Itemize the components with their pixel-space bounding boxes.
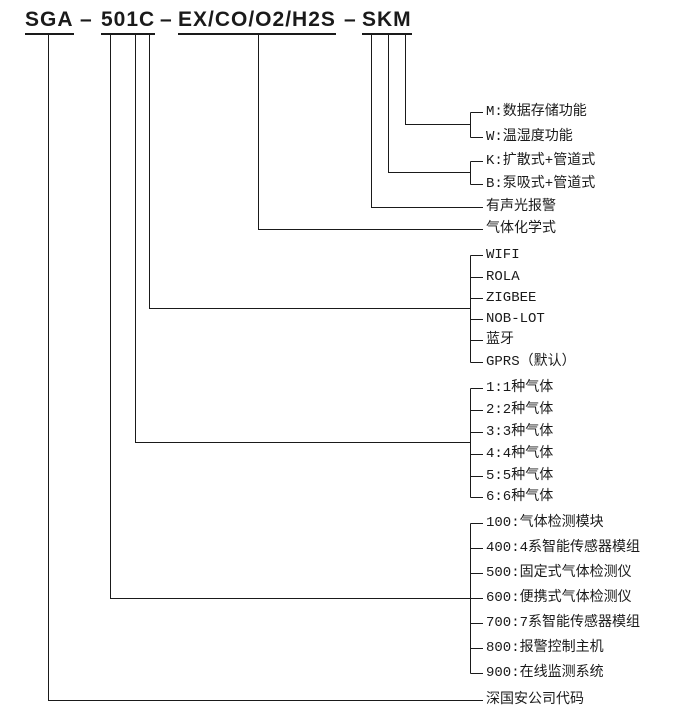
legend-item-series-500: 500:固定式气体检测仪 bbox=[486, 565, 632, 581]
legend-item-sampling-k: K:扩散式+管道式 bbox=[486, 153, 596, 169]
legend-item-series-100: 100:气体检测模块 bbox=[486, 515, 604, 531]
series-connector bbox=[110, 34, 483, 674]
legend-item-series-800: 800:报警控制主机 bbox=[486, 640, 604, 656]
gas-count-connector bbox=[135, 34, 483, 498]
legend-item-comm-wifi: WIFI bbox=[486, 247, 520, 263]
legend-item-alarm: 有声光报警 bbox=[486, 199, 556, 215]
legend-item-comm-bluetooth: 蓝牙 bbox=[486, 332, 514, 348]
legend-item-sampling-b: B:泵吸式+管道式 bbox=[486, 176, 596, 192]
model-code-segment-options: SKM bbox=[362, 8, 412, 35]
legend-item-gas-count-2: 2:2种气体 bbox=[486, 402, 554, 418]
legend-item-gas-formula: 气体化学式 bbox=[486, 221, 556, 237]
legend-item-comm-zigbee: ZIGBEE bbox=[486, 290, 537, 306]
legend-item-gas-count-1: 1:1种气体 bbox=[486, 380, 554, 396]
legend-item-series-600: 600:便携式气体检测仪 bbox=[486, 590, 632, 606]
model-code-separator: – bbox=[160, 8, 172, 31]
model-code-segment-gases: EX/CO/O2/H2S bbox=[178, 8, 336, 35]
model-code-segment-company: SGA bbox=[25, 8, 74, 35]
function-connector bbox=[405, 34, 483, 138]
legend-item-gas-count-4: 4:4种气体 bbox=[486, 446, 554, 462]
legend-item-series-900: 900:在线监测系统 bbox=[486, 665, 604, 681]
legend-item-series-400: 400:4系智能传感器模组 bbox=[486, 540, 641, 556]
legend-item-gas-count-6: 6:6种气体 bbox=[486, 489, 554, 505]
legend-item-comm-noblot: NOB-LOT bbox=[486, 311, 545, 327]
communication-connector bbox=[149, 34, 483, 363]
legend-item-comm-rola: ROLA bbox=[486, 269, 520, 285]
model-code-segment-series: 501C bbox=[101, 8, 156, 35]
sampling-connector bbox=[388, 34, 483, 185]
legend-item-gas-count-5: 5:5种气体 bbox=[486, 468, 554, 484]
legend-item-gas-count-3: 3:3种气体 bbox=[486, 424, 554, 440]
gas-formula-connector bbox=[258, 34, 483, 230]
legend-item-company-code: 深国安公司代码 bbox=[486, 692, 584, 708]
model-code-separator: – bbox=[80, 8, 92, 31]
alarm-connector bbox=[371, 34, 483, 208]
legend-item-function-w: W:温湿度功能 bbox=[486, 129, 573, 145]
model-code-separator: – bbox=[344, 8, 356, 31]
company-connector bbox=[48, 34, 483, 701]
legend-item-comm-gprs: GPRS（默认） bbox=[486, 354, 576, 370]
legend-item-series-700: 700:7系智能传感器模组 bbox=[486, 615, 641, 631]
legend-item-function-m: M:数据存储功能 bbox=[486, 104, 587, 120]
